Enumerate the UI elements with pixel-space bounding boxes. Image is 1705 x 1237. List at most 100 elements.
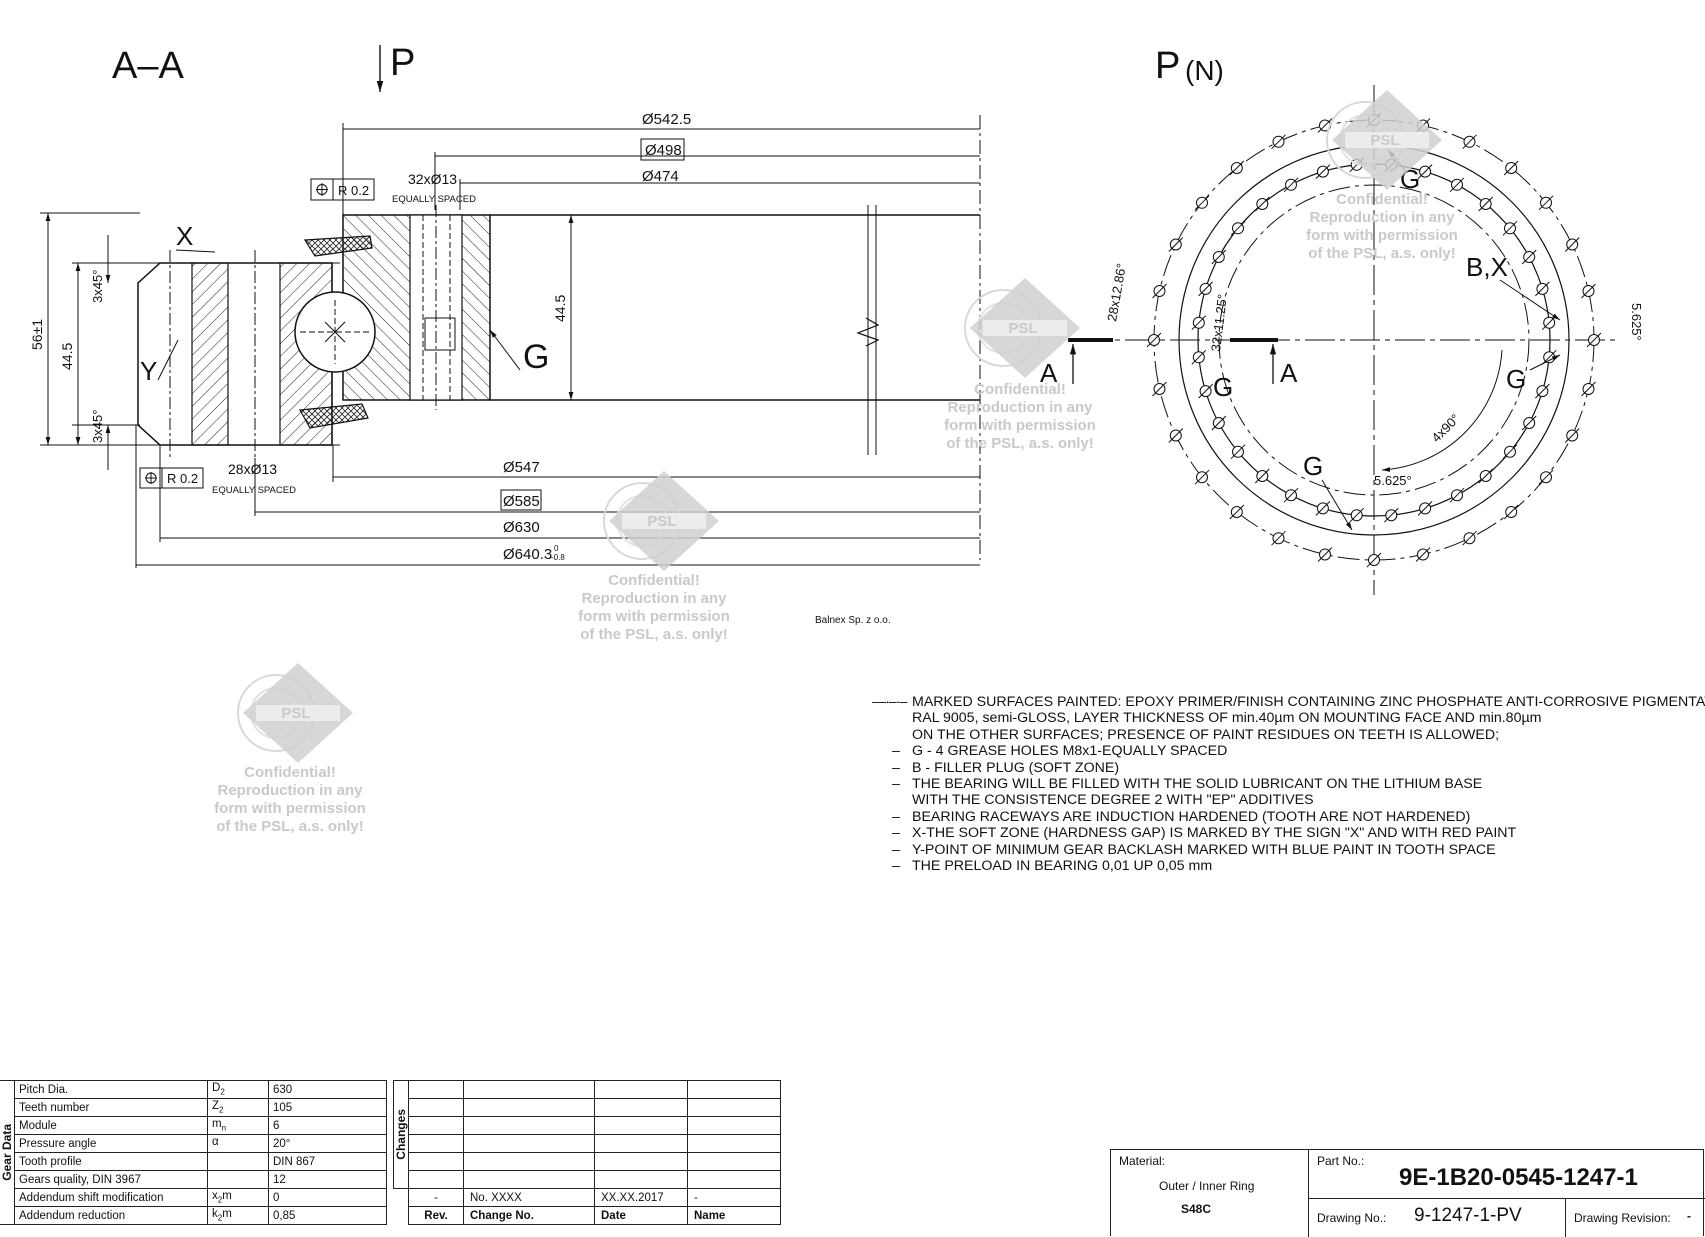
gear-param-value: 0,85 xyxy=(268,1206,387,1225)
outer-hole-mark xyxy=(1366,552,1382,568)
section-view: A–A P Ø542.5 Ø498 Ø474 R 0.2 32xØ13 EQUA… xyxy=(29,42,981,568)
note-line: X-THE SOFT ZONE (HARDNESS GAP) IS MARKED… xyxy=(912,825,1517,842)
outer-hole-mark xyxy=(1194,469,1210,485)
label-a-right: A xyxy=(1280,358,1298,388)
gear-param-symbol xyxy=(207,1152,269,1171)
inner-hole-mark xyxy=(1283,487,1299,503)
note-dash: – xyxy=(892,841,900,858)
svg-text:Reproduction in any: Reproduction in any xyxy=(217,782,363,799)
outer-hole-mark xyxy=(1152,381,1167,397)
note-dash: – xyxy=(892,808,900,825)
label-a-left: A xyxy=(1040,358,1058,388)
changes-side: Changes xyxy=(393,1080,409,1189)
material-grade: S48C xyxy=(1181,1202,1212,1216)
inner-hole-mark xyxy=(1383,507,1399,523)
note-item: —·–·–MARKED SURFACES PAINTED: EPOXY PRIM… xyxy=(872,694,1705,743)
outer-hole-mark xyxy=(1168,428,1184,443)
outer-hole-mark xyxy=(1168,237,1184,252)
chamfer-bottom: 3x45° xyxy=(90,410,105,443)
inner-hole-mark xyxy=(1502,220,1518,236)
note-dash: —·–·– xyxy=(872,694,907,710)
plan-title-suffix: (N) xyxy=(1185,55,1224,86)
svg-text:of the PSL, a.s. only!: of the PSL, a.s. only! xyxy=(580,626,728,643)
inner-hole-mark xyxy=(1449,177,1465,193)
gear-param-symbol: α xyxy=(207,1134,269,1153)
plan-title: P xyxy=(1155,45,1180,87)
material-value: Outer / Inner Ring xyxy=(1159,1179,1255,1193)
label-g-right: G xyxy=(1506,364,1526,394)
angle-bottom: 5.625° xyxy=(1374,473,1412,488)
gear-data-side: Gear Data xyxy=(0,1080,15,1225)
note-line: B - FILLER PLUG (SOFT ZONE) xyxy=(912,759,1120,776)
outer-pitch-angle: 28x12.86° xyxy=(1104,262,1129,322)
dim-d474: Ø474 xyxy=(642,168,679,185)
outer-hole-mark xyxy=(1317,118,1333,133)
inner-hole-mark xyxy=(1417,164,1433,179)
svg-text:of the PSL, a.s. only!: of the PSL, a.s. only! xyxy=(216,818,364,835)
dim-d585: Ø585 xyxy=(503,493,540,510)
material-label: Material: xyxy=(1119,1154,1166,1168)
inner-hole-mark xyxy=(1254,468,1270,484)
outer-hole-mark xyxy=(1415,547,1431,562)
gear-param-value: 105 xyxy=(268,1098,387,1117)
inner-hole-mark xyxy=(1191,315,1207,331)
dim-h44-inner: 44.5 xyxy=(552,295,568,322)
note-item: –X-THE SOFT ZONE (HARDNESS GAP) IS MARKE… xyxy=(872,825,1705,841)
inner-hole-mark xyxy=(1502,444,1518,460)
label-bx: B,X xyxy=(1466,252,1508,282)
inner-hole-mark xyxy=(1211,415,1227,431)
inner-hole-mark xyxy=(1230,220,1246,236)
watermark-1: PSL Confidential!Reproduction in any for… xyxy=(944,277,1096,452)
note-dash: – xyxy=(892,743,900,760)
svg-text:form with permission: form with permission xyxy=(578,608,730,625)
svg-text:Confidential!: Confidential! xyxy=(608,572,700,589)
drawing-number: 9-1247-1-PV xyxy=(1414,1205,1522,1226)
inner-hole-mark xyxy=(1478,196,1494,212)
section-title: A–A xyxy=(112,45,184,87)
inner-hole-mark xyxy=(1478,468,1494,484)
outer-hole-mark xyxy=(1538,195,1554,211)
outer-hole-mark xyxy=(1271,530,1286,546)
note-line: RAL 9005, semi-GLOSS, LAYER THICKNESS OF… xyxy=(912,710,1542,727)
plan-view: P (N) A A G G G G B,X 28x12.86° 32x11.25… xyxy=(1040,45,1644,595)
note-line: ON THE OTHER SURFACES; PRESENCE OF PAINT… xyxy=(912,726,1500,743)
gear-param-value: 20° xyxy=(268,1134,387,1153)
gear-param-value: 0 xyxy=(268,1188,387,1207)
inner-hole-mark xyxy=(1191,349,1207,365)
chamfer-top: 3x45° xyxy=(90,270,105,303)
inner-hole-mark xyxy=(1254,196,1270,212)
svg-text:of the PSL, a.s. only!: of the PSL, a.s. only! xyxy=(1308,245,1456,262)
outer-hole-mark xyxy=(1229,504,1245,520)
inner-hole-mark xyxy=(1283,177,1299,193)
label-x: X xyxy=(176,221,193,251)
note-line: THE PRELOAD IN BEARING 0,01 UP 0,05 mm xyxy=(912,858,1213,875)
svg-text:Reproduction in any: Reproduction in any xyxy=(947,399,1093,416)
gear-param-name: Pitch Dia. xyxy=(14,1080,208,1099)
note-line: G - 4 GREASE HOLES M8x1-EQUALLY SPACED xyxy=(912,743,1228,760)
note-dash: – xyxy=(892,776,900,793)
inner-hole-mark xyxy=(1211,249,1227,265)
svg-text:Reproduction in any: Reproduction in any xyxy=(1309,209,1455,226)
watermark-2: PSL Confidential!Reproduction in any for… xyxy=(1306,89,1458,262)
gear-param-value: 12 xyxy=(268,1170,387,1189)
svg-text:form with permission: form with permission xyxy=(1306,227,1458,244)
inner-hole-mark xyxy=(1521,249,1537,265)
note-line: Y-POINT OF MINIMUM GEAR BACKLASH MARKED … xyxy=(912,841,1496,858)
gear-param-symbol: Z2 xyxy=(207,1098,269,1117)
inner-holes xyxy=(1191,157,1557,523)
outer-hole-mark xyxy=(1503,504,1519,520)
label-g-section: G xyxy=(523,338,549,376)
company-note: Balnex Sp. z o.o. xyxy=(815,615,891,626)
note-line: BEARING RACEWAYS ARE INDUCTION HARDENED … xyxy=(912,808,1471,825)
inner-hole-mark xyxy=(1198,281,1213,297)
gear-param-name: Teeth number xyxy=(14,1098,208,1117)
gear-param-name: Tooth profile xyxy=(14,1152,208,1171)
dim-d640-tol-up: 0 xyxy=(554,544,559,553)
dim-d542: Ø542.5 xyxy=(642,111,691,128)
gear-param-symbol xyxy=(207,1170,269,1189)
svg-text:PSL: PSL xyxy=(1008,320,1037,337)
note-item: –THE PRELOAD IN BEARING 0,01 UP 0,05 mm xyxy=(872,858,1705,874)
note-line: THE BEARING WILL BE FILLED WITH THE SOLI… xyxy=(912,776,1483,793)
